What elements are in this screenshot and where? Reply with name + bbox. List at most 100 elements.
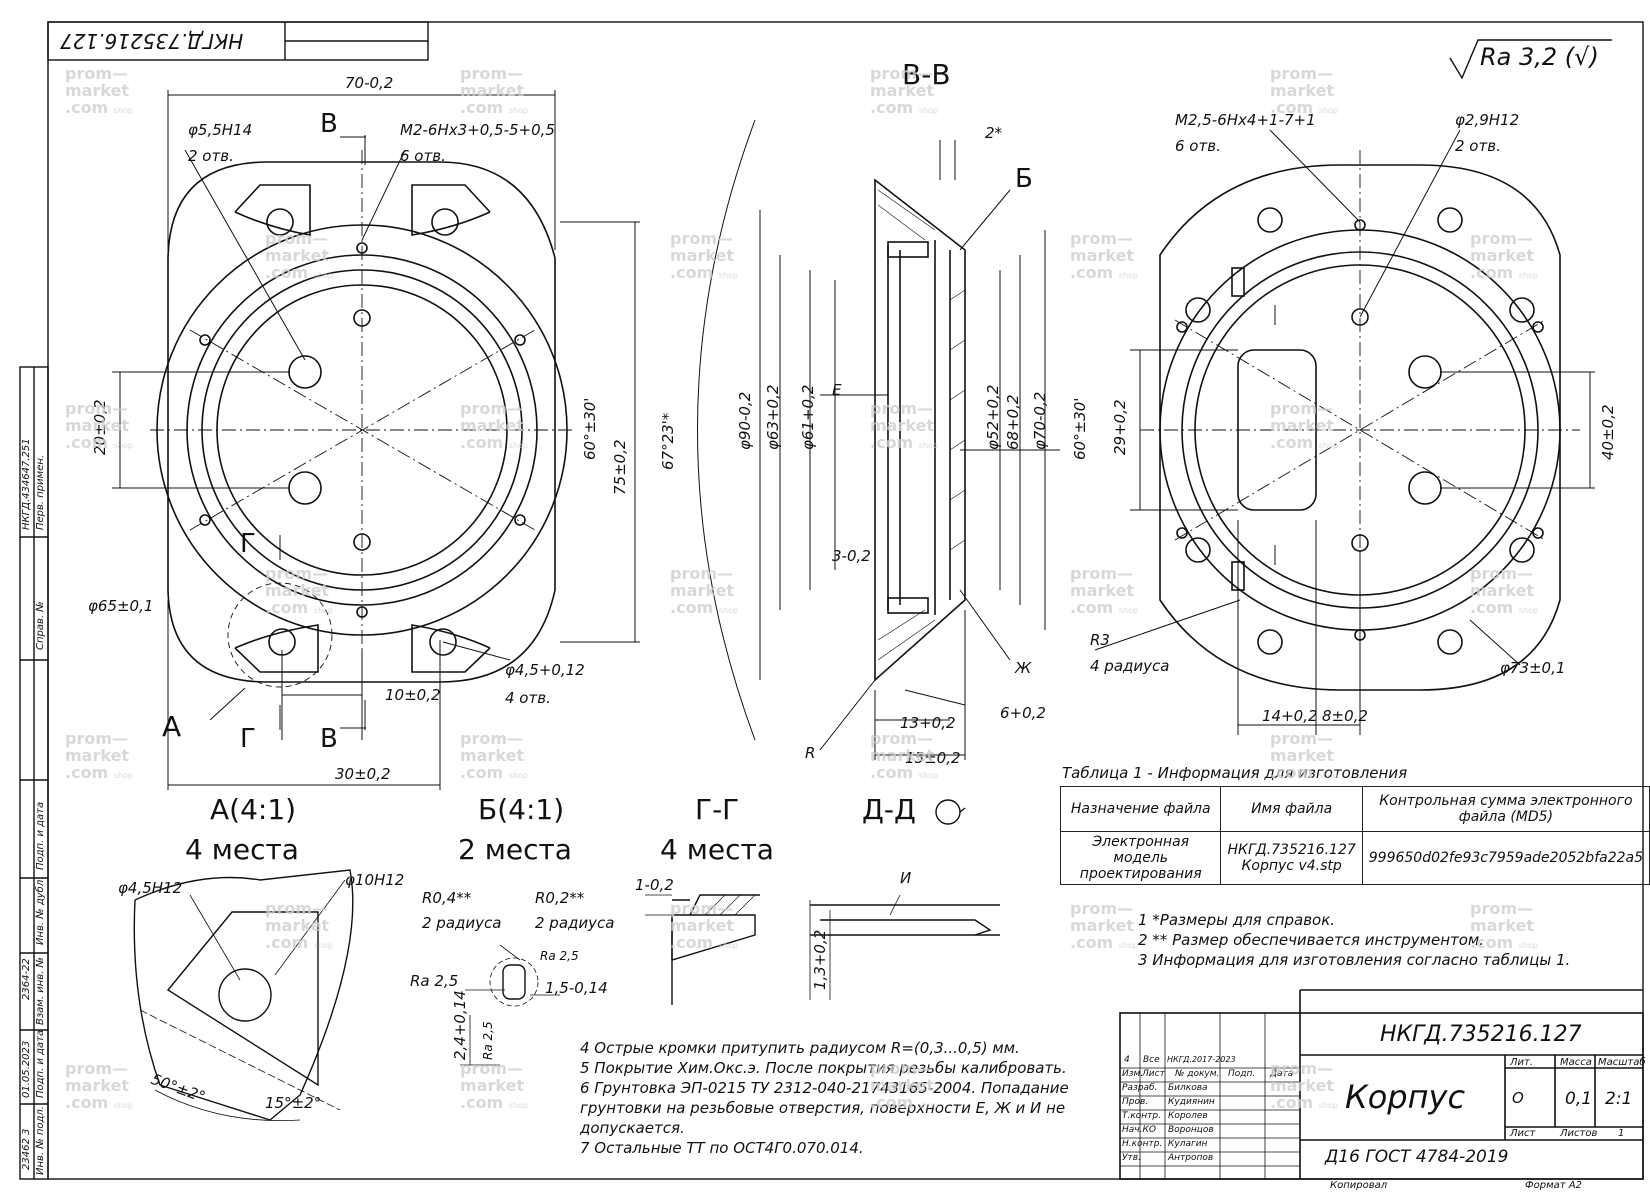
bottom-view-dims <box>1094 129 1595 735</box>
dim-d45h: φ4,5Н12 <box>118 879 183 897</box>
dim-m25: М2,5-6Нх4+1-7+1 <box>1175 111 1316 129</box>
stamp-inv-podl: Инв. № подл. <box>35 1106 46 1175</box>
dim-r04: R0,4** <box>422 889 472 907</box>
dim-r3: R3 <box>1090 631 1110 649</box>
view-a-title: А(4:1) <box>210 793 297 826</box>
watermark: prom—market.com shop <box>670 899 739 952</box>
role-6: Утв. <box>1122 1153 1141 1163</box>
dim-15b: 1,5-0,14 <box>545 979 608 997</box>
dim-70: 70-0,2 <box>345 74 394 92</box>
stamp-podp1: Подп. и дата <box>35 801 46 870</box>
watermark: prom—market.com shop <box>265 229 334 282</box>
section-gg-title: Г-Г <box>695 793 740 826</box>
info-table-caption: Таблица 1 - Информация для изготовления <box>1062 764 1408 782</box>
note-3: 3 Информация для изготовления согласно т… <box>1138 951 1571 969</box>
section-vv-hatch <box>877 189 966 661</box>
role-3: Т.контр. <box>1122 1111 1162 1121</box>
label-g2: Г <box>240 724 256 754</box>
note-6-end: допускается. <box>580 1119 685 1137</box>
dim-15: 15±0,2 <box>905 749 961 767</box>
dim-30: 30±0,2 <box>335 765 391 783</box>
watermark: prom—market.com shop <box>265 564 334 617</box>
label-v1: В <box>320 109 338 139</box>
watermark: prom—market.com shop <box>460 399 529 452</box>
dim-a15: 15°±2° <box>265 1094 322 1112</box>
dim-40: 40±0,2 <box>1599 404 1617 460</box>
watermark: prom—market.com shop <box>65 399 134 452</box>
watermark: prom—market.com shop <box>1470 899 1539 952</box>
title-material: Д16 ГОСТ 4784-2019 <box>1325 1147 1509 1167</box>
watermark: prom—market.com shop <box>1270 399 1339 452</box>
watermark: prom—market.com shop <box>265 899 334 952</box>
role-3-name: Королев <box>1168 1111 1208 1121</box>
watermark: prom—market.com shop <box>65 1059 134 1112</box>
watermark: prom—market.com shop <box>870 64 939 117</box>
title-scale: 2:1 <box>1605 1089 1633 1109</box>
title-lit-label: Лит. <box>1510 1057 1534 1068</box>
watermark: prom—market.com shop <box>1270 1059 1339 1112</box>
dim-d55-count: 2 отв. <box>188 147 234 165</box>
stamp-podp2: Подп. и дата <box>35 1029 46 1098</box>
watermark: prom—market.com shop <box>1270 729 1339 782</box>
footer-format: Формат А2 <box>1525 1180 1582 1191</box>
role-4-name: Воронцов <box>1168 1125 1214 1135</box>
info-table-row: Электронная модель проектирования НКГД.7… <box>1059 831 1650 885</box>
watermark: prom—market.com shop <box>460 729 529 782</box>
note-7: 7 Остальные ТТ по ОСТ4Г0.070.014. <box>580 1139 864 1157</box>
dim-r3-count: 4 радиуса <box>1090 657 1170 675</box>
label-r: R <box>805 744 816 762</box>
dim-ra25-a: Ra 2,5 <box>410 972 459 990</box>
info-cell-filename: НКГД.735216.127 Корпус v4.stp <box>1220 831 1363 885</box>
col-head-doc: № докум. <box>1175 1069 1220 1079</box>
top-view-dims <box>112 90 640 790</box>
role-5: Н.контр. <box>1122 1139 1163 1149</box>
col-head-sign: Подп. <box>1228 1069 1256 1079</box>
stamp-inv-dubl: Инв. № дубл. <box>35 876 46 945</box>
title-mass: 0,1 <box>1565 1089 1593 1109</box>
dim-d29h: φ2,9Н12 <box>1455 111 1520 129</box>
title-mass-label: Масса <box>1560 1057 1592 1068</box>
dim-ra25-c: Ra 2,5 <box>481 1021 495 1060</box>
label-i: И <box>900 869 912 887</box>
role-4: Нач.КО <box>1122 1125 1156 1135</box>
info-header-purpose: Назначение файла <box>1059 786 1222 832</box>
label-a: А <box>162 710 182 743</box>
dim-60: 60°±30' <box>581 397 599 460</box>
title-sheets: 1 <box>1618 1128 1625 1139</box>
title-number: НКГД.735216.127 <box>1380 1022 1582 1047</box>
watermark: prom—market.com shop <box>65 729 134 782</box>
roughness-label: Ra 3,2 (√) <box>1480 43 1599 71</box>
col-head-list: Лист <box>1142 1069 1165 1079</box>
title-sheet-label: Лист <box>1510 1128 1536 1139</box>
dim-75: 75±0,2 <box>611 439 629 495</box>
view-b-subtitle: 2 места <box>458 833 572 866</box>
stamp-inv-podl-val: 23462 3 <box>21 1128 32 1170</box>
note-5: 5 Покрытие Хим.Окс.э. После покрытия рез… <box>580 1059 1067 1077</box>
dim-d55: φ5,5Н14 <box>188 121 253 139</box>
roughness-mark <box>1449 39 1612 80</box>
dim-m2-count: 6 отв. <box>400 147 446 165</box>
dim-d10h: φ10Н12 <box>345 871 405 889</box>
info-cell-md5: 999650d02fe93c7959ade2052bfa22a5 <box>1361 831 1650 885</box>
info-header-filename: Имя файла <box>1220 786 1363 832</box>
dim-2: 2* <box>985 124 1003 142</box>
section-vv <box>874 178 966 682</box>
dim-ra25-b: Ra 2,5 <box>540 949 579 963</box>
watermark: prom—market.com shop <box>1070 229 1139 282</box>
watermark: prom—market.com shop <box>670 564 739 617</box>
stamp-perv-val: НКГД.434647.251 <box>21 438 32 530</box>
role-6-name: Антропов <box>1168 1153 1214 1163</box>
detail-a <box>133 869 354 1121</box>
dim-d73: φ73±0,1 <box>1500 659 1566 677</box>
rev-sheet: Все <box>1143 1055 1160 1065</box>
section-vv-dims <box>697 119 1060 760</box>
watermark: prom—market.com shop <box>460 1059 529 1112</box>
role-2-name: Кудиянин <box>1168 1097 1215 1107</box>
dim-13b: 1,3+0,2 <box>811 929 829 990</box>
dim-67: 67°23'* <box>659 412 677 470</box>
note-6-cont: грунтовки на резьбовые отверстия, поверх… <box>580 1099 1066 1117</box>
note-1: 1 *Размеры для справок. <box>1138 911 1336 929</box>
dim-68: 68+0,2 <box>1004 394 1022 450</box>
rev-num: 4 <box>1124 1055 1130 1065</box>
watermark: prom—market.com shop <box>1270 64 1339 117</box>
